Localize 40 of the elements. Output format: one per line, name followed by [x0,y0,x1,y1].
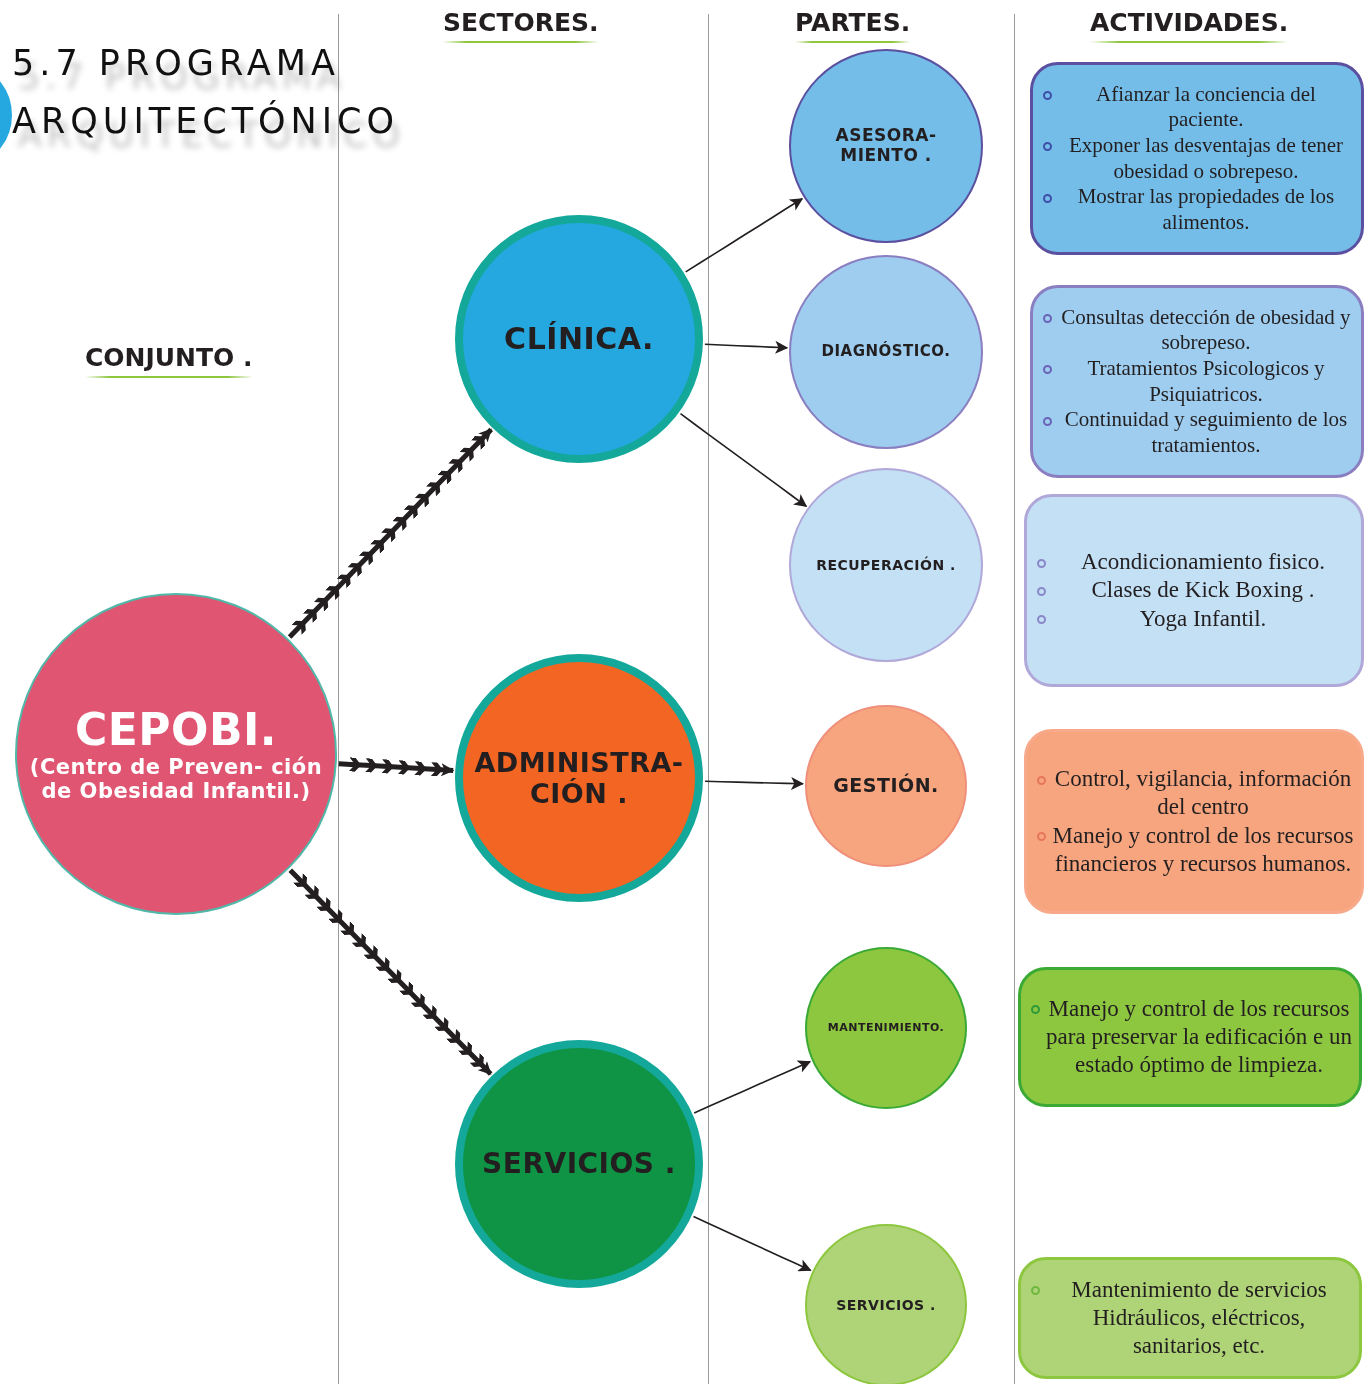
activity-card [1018,1257,1362,1379]
bullet-item: Mantenimiento de servicios Hidráulicos, eléctricos, sanitarios, etc. [1031,1275,1353,1361]
bullet-item: Control, vigilancia, información del centro [1037,765,1355,822]
page-title: 5.7 PROGRAMA ARQUITECTÓNICO [12,42,401,143]
activity-card [1030,285,1364,478]
chevron-arrow [338,757,454,776]
bullet-item: Manejo y control de los recursos para preservar la edificación e un estado óptimo de limpieza. [1031,994,1353,1080]
node-title: ASESORA- MIENTO . [834,126,938,166]
bullet-item: Yoga Infantil. [1037,604,1355,633]
node-title: SERVICIOS . [836,1296,936,1314]
arrow [679,412,808,508]
bullet-item: Continuidad y seguimiento de los tratamientos. [1043,407,1355,459]
arrow [692,1215,812,1272]
arrow [684,197,804,273]
activity-card [1030,62,1364,255]
node-title: SERVICIOS . [482,1147,676,1181]
node-title: MANTENIMIENTO. [827,1021,945,1035]
node-title: RECUPERACIÓN . [816,556,956,574]
bullet-item: Exponer las desventajas de tener obesidad o sobrepeso. [1043,132,1355,185]
arrow [704,777,805,790]
bullet-item: Manejo y control de los recursos financieros y recursos humanos. [1037,821,1355,878]
bullet-item: Tratamientos Psicologicos y Psiquiatricos. [1043,355,1355,408]
node-title: ADMINISTRA- CIÓN . [473,746,685,810]
node-subtitle: (Centro de Preven- ción de Obesidad Infantil.) [28,755,324,804]
node-title: CLÍNICA. [504,321,654,357]
arrow [693,1060,812,1114]
arrow [704,340,789,354]
bullet-item: Consultas detección de obesidad y sobrepeso. [1043,304,1355,356]
bullet-item: Mostrar las propiedades de los alimentos. [1043,184,1355,236]
activity-card [1024,494,1364,687]
bullet-item: Acondicionamiento fisico. [1037,548,1355,577]
bullet-item: Clases de Kick Boxing . [1037,576,1355,605]
chevron-arrow [288,868,493,1076]
bullet-item: Afianzar la conciencia del paciente. [1043,81,1355,133]
node-title: DIAGNÓSTICO. [821,343,951,361]
node-title: CEPOBI. [74,704,278,756]
chevron-arrow [287,427,493,639]
node-title: GESTIÓN. [833,775,939,797]
activity-card [1024,729,1364,914]
activity-card [1018,967,1362,1107]
